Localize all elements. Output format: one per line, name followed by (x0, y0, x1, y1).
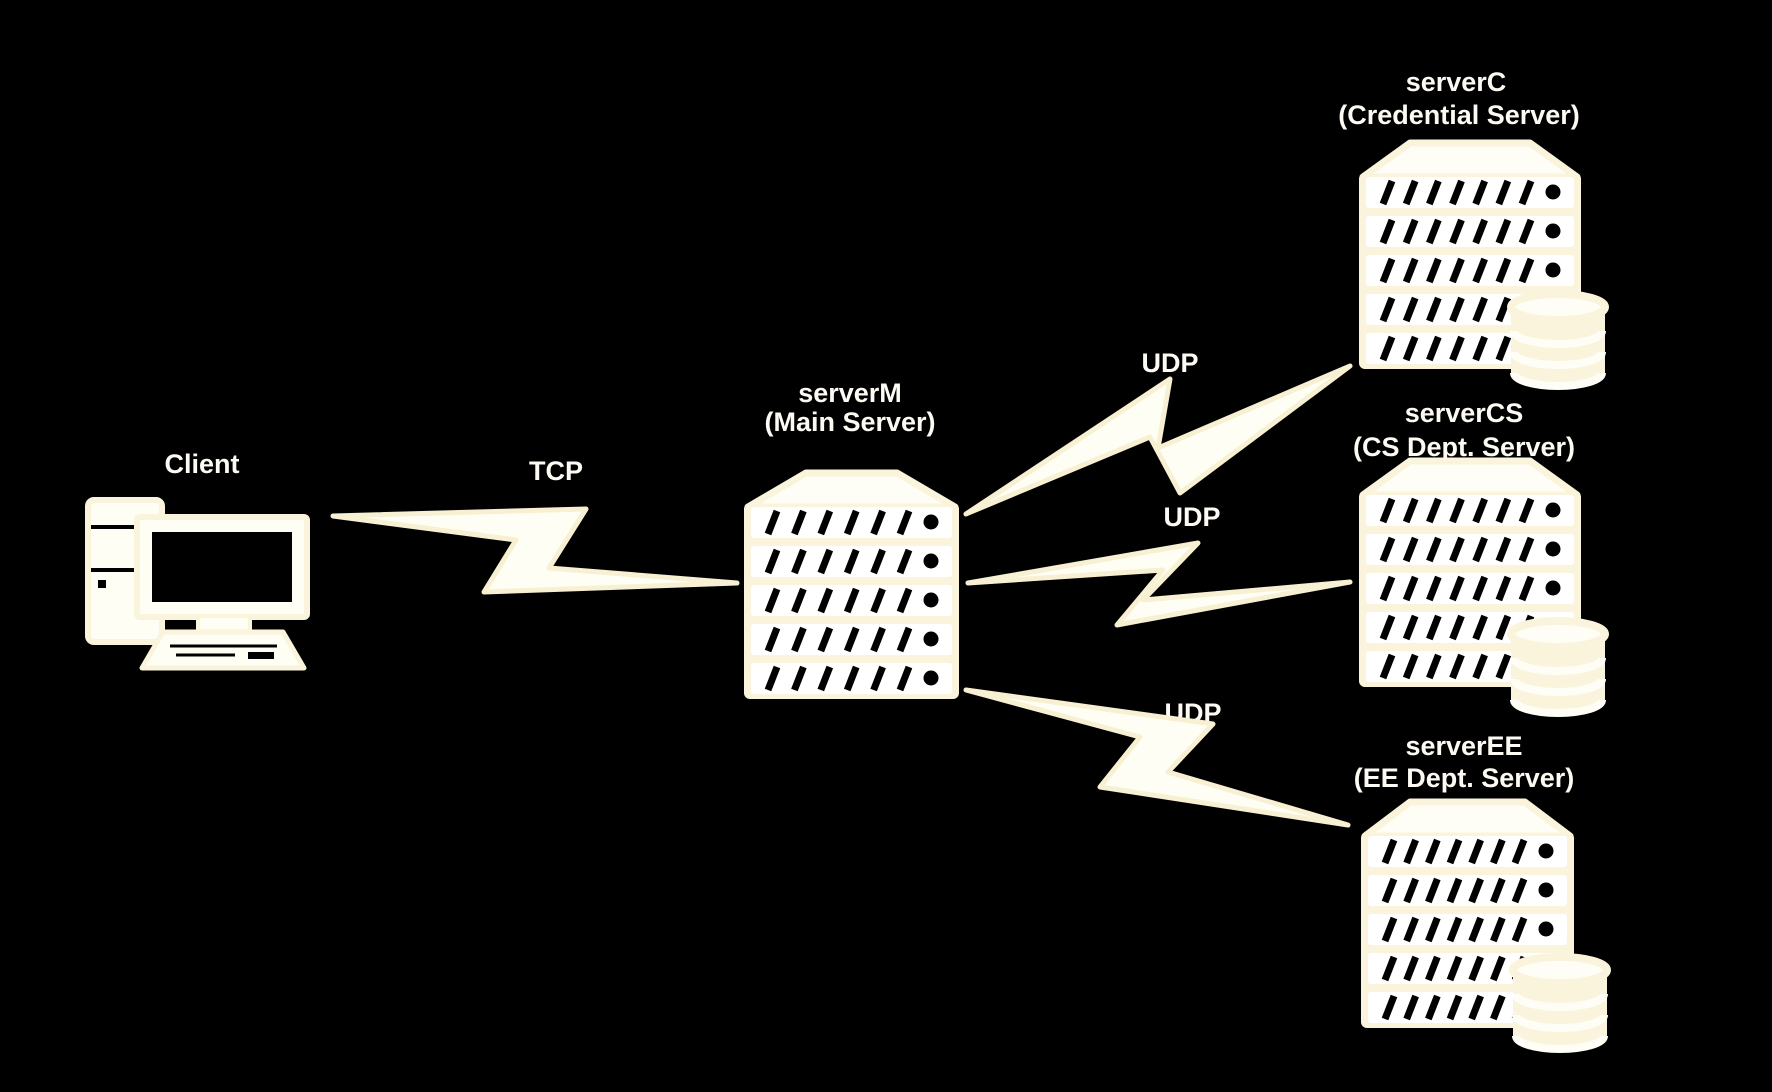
lightning-bolt-icon (330, 506, 740, 595)
serverCS-node: serverCS (CS Dept. Server) (1353, 398, 1609, 717)
serverC-role: (Credential Server) (1338, 100, 1580, 130)
serverCS-role: (CS Dept. Server) (1353, 432, 1575, 462)
client-node: Client (85, 449, 310, 671)
serverEE-name: serverEE (1405, 731, 1522, 761)
udp-label: UDP (1163, 502, 1220, 532)
link-client-serverM: TCP (330, 456, 740, 595)
server-rack-icon (744, 469, 959, 699)
link-serverM-serverEE: UDP (963, 687, 1351, 828)
monitor-screen (152, 532, 292, 602)
keyboard (139, 629, 307, 671)
lightning-bolt-icon (965, 540, 1353, 628)
tower-power-dot (98, 580, 106, 588)
server-rack-with-database-icon (1359, 457, 1609, 717)
desktop-computer-icon (85, 497, 310, 671)
serverEE-role: (EE Dept. Server) (1354, 763, 1575, 793)
keyboard-key-block (248, 652, 274, 659)
lightning-bolt-icon (963, 687, 1351, 828)
server-rack-with-database-icon (1359, 139, 1609, 390)
link-serverM-serverCS: UDP (965, 502, 1353, 628)
serverM-name: serverM (798, 378, 902, 408)
client-label: Client (164, 449, 239, 479)
udp-label: UDP (1141, 348, 1198, 378)
server-rack-with-database-icon (1361, 798, 1611, 1053)
serverC-name: serverC (1406, 67, 1507, 97)
tcp-label: TCP (529, 456, 583, 486)
serverM-role: (Main Server) (764, 407, 935, 437)
serverM-node: serverM (Main Server) (744, 378, 959, 699)
lightning-bolt-icon (963, 363, 1353, 517)
serverCS-name: serverCS (1405, 398, 1524, 428)
serverEE-node: serverEE (EE Dept. Server) (1354, 731, 1611, 1053)
link-serverM-serverC: UDP (963, 348, 1353, 517)
serverC-node: serverC (Credential Server) (1338, 67, 1609, 390)
